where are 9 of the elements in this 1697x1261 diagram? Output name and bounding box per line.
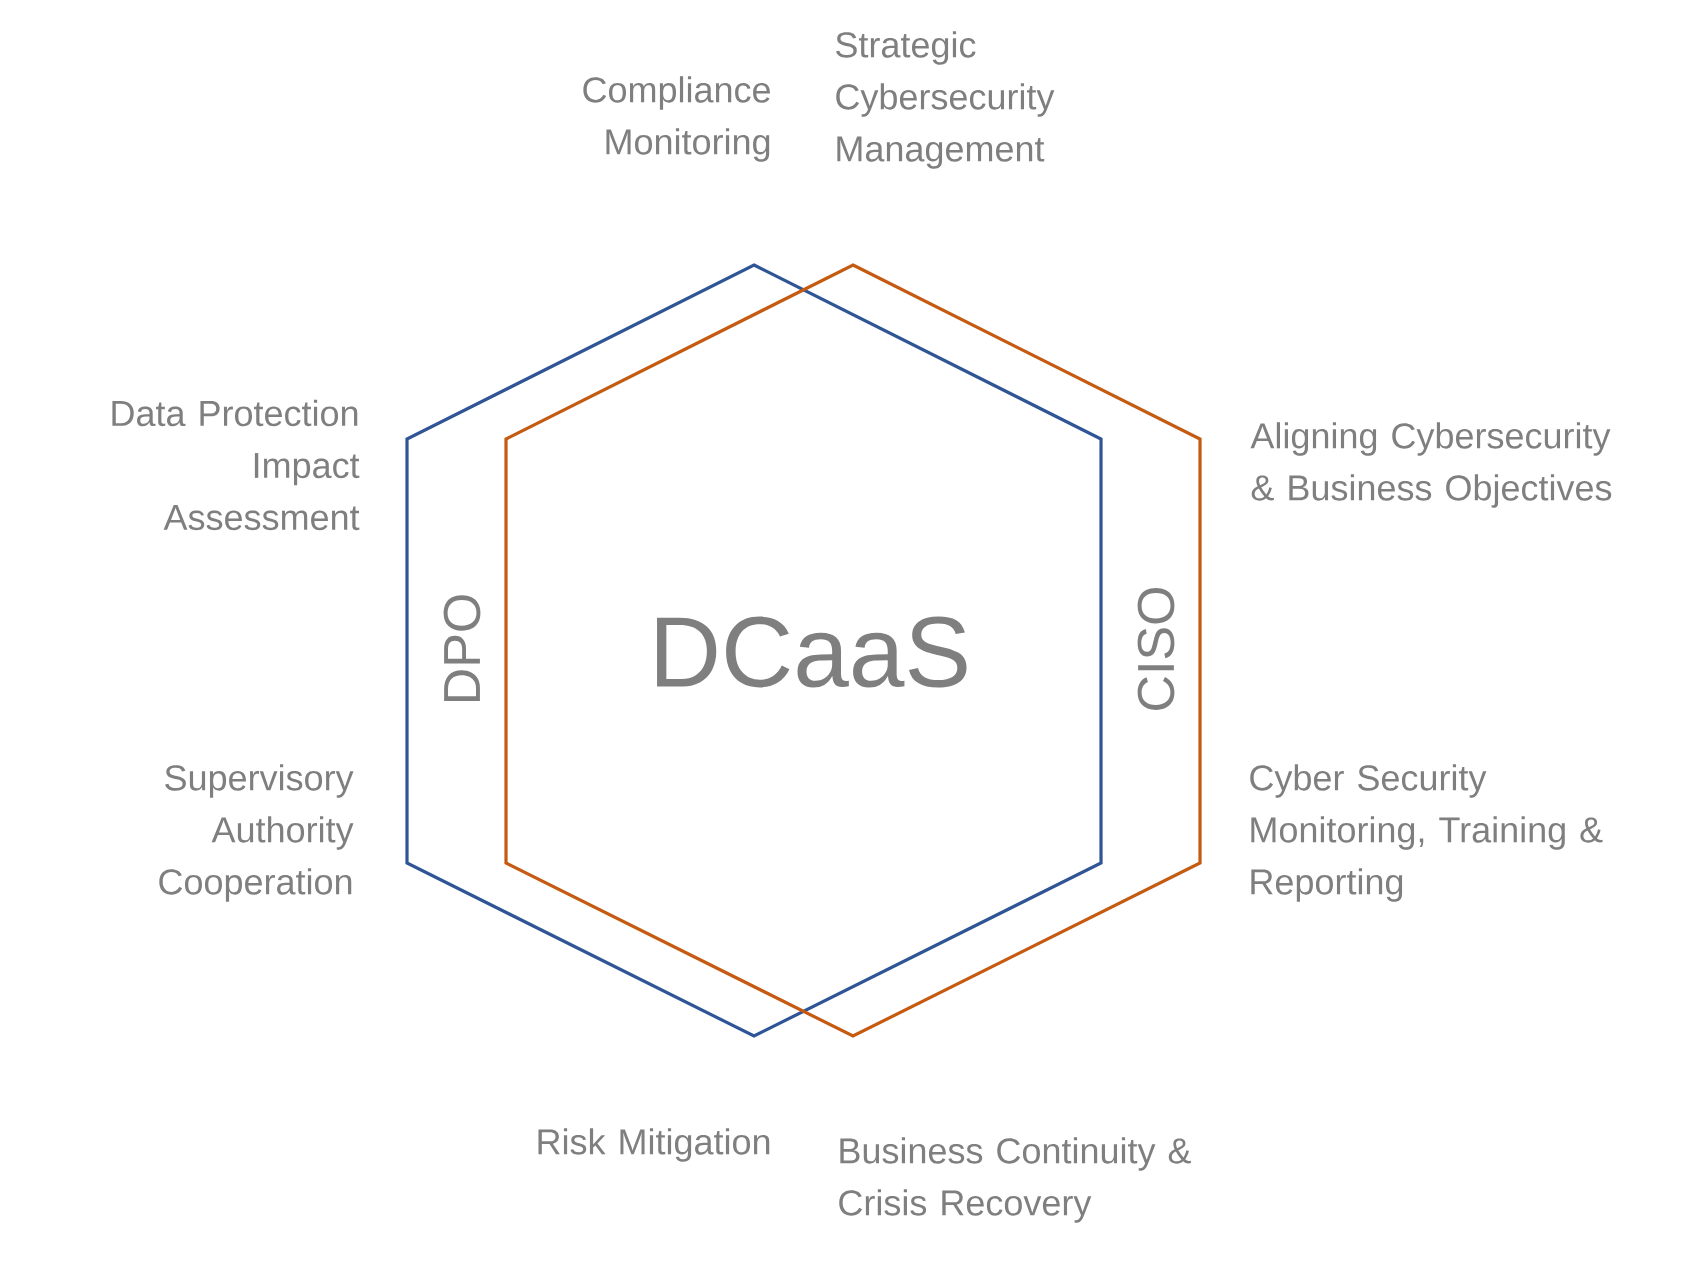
item-label: Risk Mitigation: [538, 1128, 770, 1162]
item-label: Compliance Monitoring: [583, 76, 770, 162]
item-label: Strategic Cybersecurity Management: [836, 31, 1055, 169]
item-label: Cyber Security Monitoring, Training & Reporting: [1250, 764, 1603, 902]
item-label: Business Continuity & Crisis Recovery: [839, 1137, 1191, 1223]
item-label: Aligning Cybersecurity & Business Objectives: [1250, 422, 1612, 508]
item-label: Supervisory Authority Cooperation: [159, 764, 354, 902]
item-label: Data Protection Impact Assessment: [112, 399, 360, 531]
center-title: DCaaS: [657, 616, 967, 688]
